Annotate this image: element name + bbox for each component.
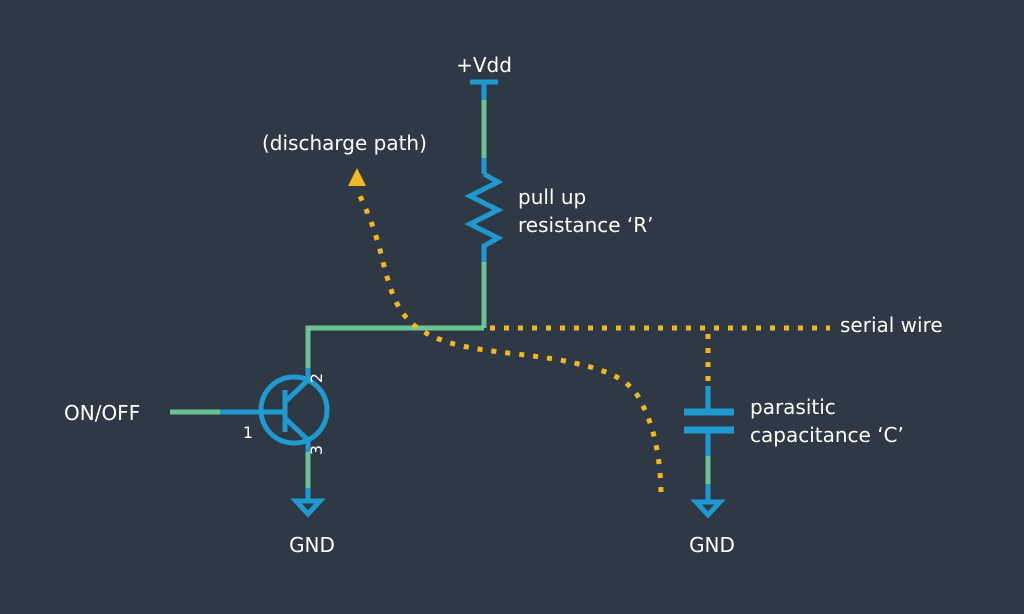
on-off-label: ON/OFF (64, 401, 140, 425)
node-wire (305, 325, 484, 368)
capacitor-label-line1: parasitic (750, 395, 836, 419)
capacitor-icon (684, 386, 734, 500)
pin-2-label: 2 (307, 373, 326, 383)
discharge-path (357, 194, 664, 493)
serial-wire-label: serial wire (840, 313, 943, 337)
vdd-rail (470, 79, 498, 174)
discharge-path-label: (discharge path) (262, 131, 427, 155)
discharge-arrow-icon (348, 168, 366, 186)
pin-1-label: 1 (243, 423, 253, 442)
pin-3-label: 3 (307, 445, 326, 455)
resistor-icon (464, 171, 504, 262)
resistor-label-line1: pull up (518, 185, 586, 209)
ground-icon-right (690, 499, 726, 519)
capacitor-label-line2: capacitance ‘C’ (750, 423, 904, 447)
ground-icon-left (290, 498, 326, 518)
vdd-label: +Vdd (456, 53, 512, 77)
transistor-icon (170, 368, 330, 500)
gnd-label-right: GND (689, 533, 735, 557)
resistor-label-line2: resistance ‘R’ (518, 213, 654, 237)
gnd-label-left: GND (289, 533, 335, 557)
